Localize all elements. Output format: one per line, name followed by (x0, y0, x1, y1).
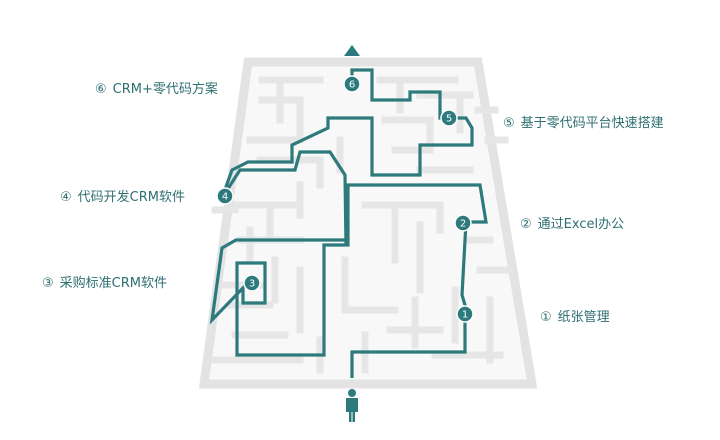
marker-number: 6 (349, 80, 355, 91)
marker-number: 5 (446, 114, 452, 125)
stage-marker-4: 4 (216, 187, 234, 205)
stage-marker-3: 3 (243, 274, 261, 292)
marker-circle (243, 274, 261, 292)
marker-circle (216, 187, 234, 205)
stage-marker-6: 6 (343, 75, 361, 93)
solution-path (209, 68, 488, 378)
marker-circle (456, 305, 474, 323)
marker-number: 3 (249, 279, 255, 290)
person-icon (346, 389, 358, 422)
maze-walls (198, 57, 538, 389)
marker-circle (454, 214, 472, 232)
stage-marker-2: 2 (454, 214, 472, 232)
marker-circle (440, 109, 458, 127)
marker-number: 2 (460, 219, 466, 230)
marker-circle (343, 75, 361, 93)
up-arrow-icon (344, 45, 360, 56)
stage-marker-5: 5 (440, 109, 458, 127)
stage-marker-1: 1 (456, 305, 474, 323)
marker-number: 1 (462, 310, 468, 321)
marker-number: 4 (222, 192, 228, 203)
